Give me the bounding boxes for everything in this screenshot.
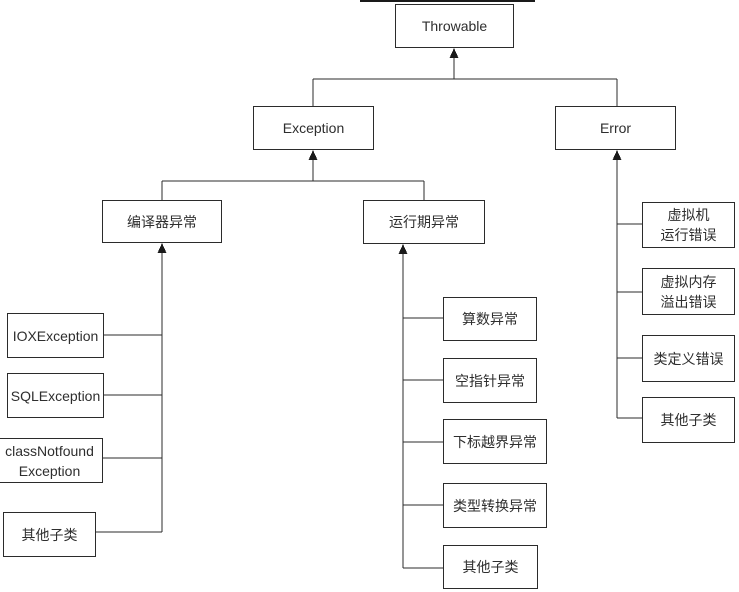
node-runtime-exception: 运行期异常	[363, 200, 485, 244]
node-class-cast-exception: 类型转换异常	[443, 483, 547, 528]
node-class-notfound-exception: classNotfound Exception	[0, 438, 103, 483]
node-label: Exception	[282, 120, 345, 136]
node-label: 空指针异常	[455, 372, 525, 389]
node-label: 运行期异常	[389, 214, 459, 230]
arrowhead-up-icon	[398, 244, 408, 254]
node-label: SQLException	[10, 387, 101, 404]
node-label: 虚拟内存 溢出错误	[660, 273, 717, 310]
node-vm-memory-overflow-error: 虚拟内存 溢出错误	[642, 268, 735, 315]
top-edge-line	[360, 0, 535, 2]
node-label: 下标越界异常	[453, 433, 537, 450]
node-null-pointer-exception: 空指针异常	[443, 358, 537, 403]
node-index-out-of-bounds-exception: 下标越界异常	[443, 419, 547, 464]
node-label: 其他子类	[462, 559, 519, 575]
node-label: 虚拟机 运行错误	[660, 207, 717, 243]
node-label: 类定义错误	[653, 350, 724, 367]
node-exception: Exception	[253, 106, 374, 150]
node-label: 算数异常	[462, 311, 518, 327]
node-label: Throwable	[421, 18, 488, 34]
node-vm-runtime-error: 虚拟机 运行错误	[642, 202, 735, 248]
arrowhead-up-icon	[449, 48, 459, 58]
node-label: 其他子类	[21, 526, 78, 543]
node-compile-exception: 编译器异常	[102, 200, 222, 243]
node-label: 其他子类	[660, 412, 717, 428]
node-throwable: Throwable	[395, 4, 514, 48]
node-other-subclass-right: 其他子类	[642, 397, 735, 443]
arrowhead-up-icon	[612, 150, 622, 160]
node-sql-exception: SQLException	[7, 373, 104, 418]
node-other-subclass-middle: 其他子类	[443, 545, 538, 589]
node-class-def-error: 类定义错误	[642, 335, 735, 382]
node-iox-exception: IOXException	[7, 313, 104, 358]
node-label: 类型转换异常	[453, 497, 537, 514]
arrowhead-up-icon	[308, 150, 318, 160]
node-error: Error	[555, 106, 676, 150]
node-label: classNotfound Exception	[5, 442, 94, 479]
node-label: Error	[599, 120, 632, 136]
node-arithmetic-exception: 算数异常	[443, 297, 537, 341]
arrowhead-up-icon	[157, 243, 167, 253]
node-label: IOXException	[12, 327, 99, 344]
node-other-subclass-left: 其他子类	[3, 512, 96, 557]
node-label: 编译器异常	[127, 213, 197, 230]
